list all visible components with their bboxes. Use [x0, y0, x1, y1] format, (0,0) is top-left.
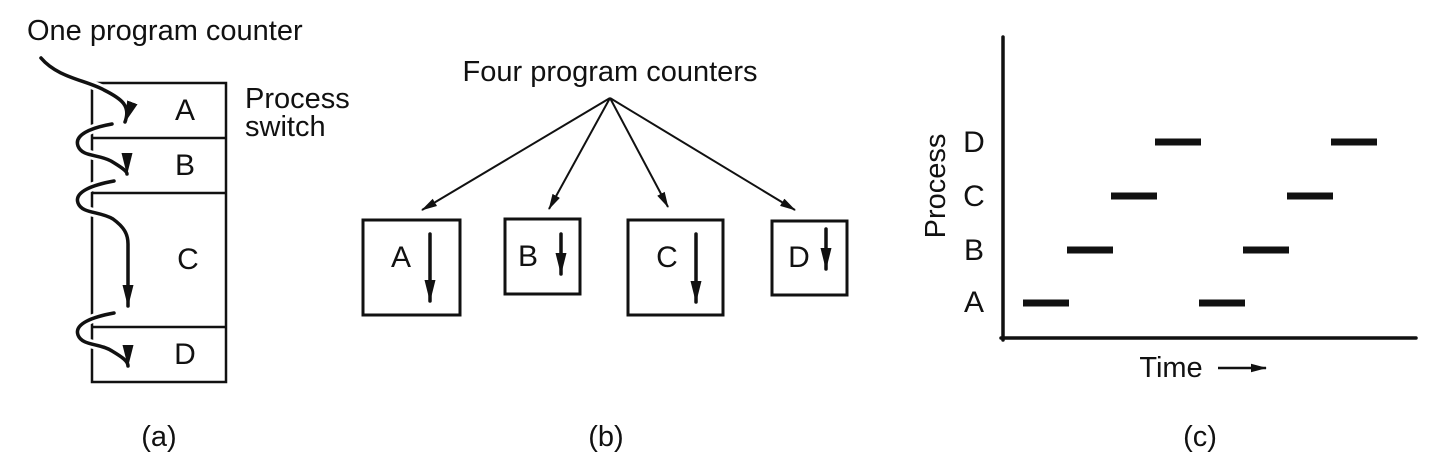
process-switch-label-line2: switch [245, 111, 326, 143]
process-switch-arrows [72, 119, 134, 371]
axes [999, 35, 1418, 342]
time-axis-label: Time [1139, 352, 1203, 384]
caption-c: (c) [1183, 421, 1217, 453]
panel-b-box-b-label: B [517, 240, 539, 273]
one-program-counter-label: One program counter [27, 15, 303, 47]
panel-a-section-c-label: C [177, 243, 199, 276]
panel-b-box-d-label: D [788, 241, 810, 274]
panel-a-section-b-label: B [174, 149, 196, 182]
caption-a: (a) [141, 421, 177, 453]
panel-a-section-a-label: A [174, 94, 196, 127]
ytick-a: A [963, 286, 985, 319]
program-counter-arrows-in-boxes [424, 227, 832, 304]
panel-b-box-a-label: A [390, 241, 412, 274]
panel-a-memory-box [90, 81, 228, 384]
one-program-counter-arrow [36, 53, 138, 127]
run-segments [1023, 138, 1377, 307]
ytick-c: C [963, 180, 985, 213]
process-switch-label-line1: Process [245, 83, 350, 115]
panel-b-process-boxes [361, 217, 849, 317]
ytick-d: D [963, 126, 985, 159]
four-program-counters-label: Four program counters [462, 56, 758, 88]
fan-arrows [421, 97, 796, 211]
caption-b: (b) [588, 421, 624, 453]
process-axis-label: Process [920, 133, 952, 239]
panel-b-box-c-label: C [656, 241, 678, 274]
ytick-b: B [963, 234, 985, 267]
panel-a-section-d-label: D [174, 338, 196, 371]
